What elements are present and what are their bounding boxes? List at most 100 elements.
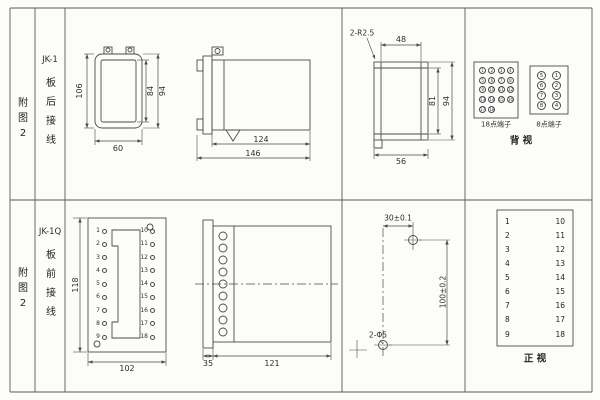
terminal-circle	[102, 228, 107, 234]
terminal-number-left: 5	[505, 273, 510, 283]
terminal-item: 13	[140, 267, 163, 274]
terminal-number-left: 6	[505, 287, 510, 297]
terminal-circle	[102, 308, 107, 313]
dim-body-label: 121	[264, 359, 280, 368]
terminal-views-outline	[473, 61, 569, 119]
terminal-number: 3	[96, 253, 100, 261]
terminal-item: 5	[92, 281, 109, 287]
table-row: 6 15	[505, 288, 565, 296]
terminal-number-right: 18	[555, 329, 565, 339]
terminal-point: 7	[497, 76, 505, 84]
terminal-point: 16	[506, 96, 514, 104]
terminal-column-right: 10 11 12 13 14 15 16 17 18	[140, 228, 163, 340]
table-row: 5 14	[505, 274, 565, 282]
terminal-number: 5	[96, 280, 100, 287]
terminal-number: 14	[140, 280, 148, 287]
terminal-point: 8	[537, 101, 546, 111]
case-rear-view-drawing	[366, 37, 455, 159]
terminal-point: 4	[552, 101, 561, 111]
terminal-circle	[150, 268, 155, 274]
dim-rear-top-label: 48	[395, 35, 407, 44]
dim-hole-spacing-h-label: 30±0.1	[384, 213, 412, 223]
figure-label-bottom: 附图2	[18, 268, 28, 309]
terminal-item: 6	[92, 294, 109, 300]
terminal-point: 7	[537, 91, 546, 101]
terminal-circle	[150, 334, 155, 340]
terminal-item: 14	[140, 281, 163, 287]
relay-side-view-drawing	[195, 219, 338, 360]
terminal-item: 8	[92, 319, 109, 327]
dim-inner-height-label: 84	[146, 85, 155, 97]
terminal-number-right: 16	[555, 301, 565, 311]
terminal-number: 7	[96, 306, 100, 314]
terminal-number-left: 7	[505, 301, 510, 311]
table-grid	[9, 7, 593, 393]
terminal-point: 14	[488, 96, 496, 104]
dim-case-width-label: 60	[112, 144, 124, 153]
wiring-type-label-top: 板后接线	[46, 78, 56, 146]
front-view-label: 正 视	[523, 353, 547, 365]
terminal-item: 2	[92, 241, 109, 247]
terminal-circle	[102, 241, 107, 247]
terminal-item: 3	[92, 253, 109, 261]
terminal-point: 17	[479, 105, 487, 113]
terminal-number: 18	[140, 333, 148, 340]
terminal-number-right: 13	[555, 259, 565, 269]
terminal-circle	[102, 321, 107, 327]
terminal-number-left: 2	[505, 231, 510, 241]
terminal-circle	[102, 334, 107, 340]
terminal-number: 9	[96, 333, 100, 340]
drill-holes-note: 2-Φ5	[368, 330, 388, 340]
dim-rear-height-label: 94	[442, 95, 451, 107]
terminal-item: 18	[140, 334, 163, 340]
terminal-circle	[102, 268, 107, 274]
terminal-point: 3	[497, 67, 505, 75]
terminal-circle	[150, 281, 155, 287]
terminal-number-right: 15	[555, 287, 565, 297]
table-row: 4 13	[505, 260, 565, 268]
terminal-point: 18	[488, 105, 496, 113]
terminal-number: 8	[96, 319, 100, 327]
terminal-numbering-table: 1 10 2 11 3 12 4 13 5 14 6 15 7 16 8 17 …	[505, 218, 565, 338]
terminal-column-left: 1 2 3 4 5 6 7 8 9	[92, 228, 109, 340]
dim-body-length-label: 124	[253, 135, 269, 144]
terminal-number-right: 11	[555, 231, 565, 241]
model-label-top: JK-1	[42, 54, 58, 65]
terminal-number: 12	[140, 253, 148, 261]
table-row: 3 12	[505, 246, 565, 254]
terminal-item: 9	[92, 334, 109, 340]
terminal-item: 16	[140, 306, 163, 314]
terminal-number: 6	[96, 293, 100, 301]
terminal-number-left: 8	[505, 315, 510, 325]
terminal-number: 15	[140, 293, 148, 301]
model-label-bottom: JK-1Q	[38, 226, 62, 237]
table-row: 9 18	[505, 329, 565, 339]
terminal-number: 1	[96, 227, 100, 234]
terminal-point: 6	[488, 76, 496, 84]
terminal-point: 5	[479, 76, 487, 84]
terminal-18-label: 18点端子	[481, 120, 511, 129]
dim-flange-label: 35	[202, 359, 214, 368]
front-view-terminal-table-outline	[496, 209, 574, 347]
terminal-point: 12	[506, 86, 514, 94]
terminal-number: 17	[140, 319, 148, 327]
terminal-circle	[150, 321, 155, 327]
terminal-number-left: 9	[505, 329, 510, 339]
terminal-point: 11	[497, 86, 505, 94]
terminal-circle	[150, 228, 155, 234]
terminal-circle	[150, 294, 155, 300]
terminal-number: 4	[96, 266, 100, 274]
terminal-circle	[102, 294, 107, 300]
terminal-point: 5	[537, 70, 546, 80]
terminal-circle	[102, 281, 107, 287]
terminal-number: 10	[140, 227, 148, 234]
figure-label-top: 附图2	[18, 98, 28, 139]
terminal-point: 8	[506, 76, 514, 84]
terminal-point: 2	[488, 67, 496, 75]
terminal-number: 16	[140, 306, 148, 314]
terminal-item: 4	[92, 266, 109, 274]
table-row: 8 17	[505, 316, 565, 324]
